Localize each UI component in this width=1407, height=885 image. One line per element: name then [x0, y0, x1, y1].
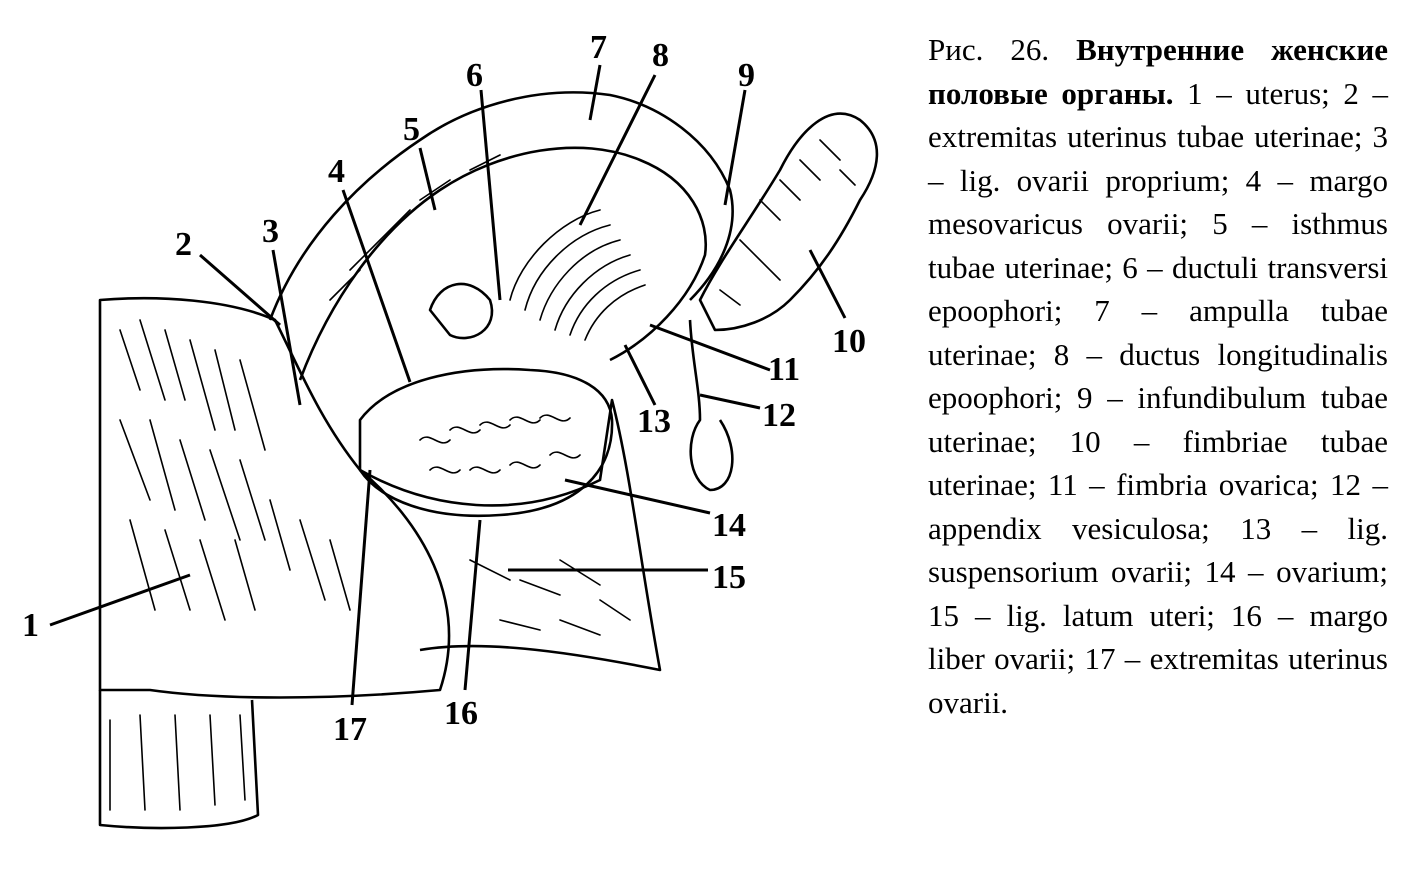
figure-caption: Рис. 26. Внутренние женские половые орга…	[928, 28, 1388, 724]
uterus-drawing	[98, 296, 451, 830]
leader-7	[588, 64, 602, 121]
caption-prefix: Рис. 26.	[928, 32, 1050, 67]
leader-10	[808, 249, 847, 319]
broad-ligament-drawing	[359, 398, 662, 672]
leader-6	[479, 89, 502, 301]
label-10: 10	[832, 323, 866, 360]
label-3: 3	[262, 213, 279, 250]
label-17: 17	[333, 711, 367, 748]
leader-1	[49, 573, 191, 627]
uterine-tube-drawing	[268, 91, 734, 381]
label-12: 12	[762, 397, 796, 434]
figure-labels: 1 2 3 4 5 6 7 8 9 10 11 12 13 14 15 16 1…	[22, 29, 866, 748]
fimbriae-drawing	[688, 112, 879, 492]
label-13: 13	[637, 403, 671, 440]
label-11: 11	[768, 351, 800, 388]
leader-9	[723, 89, 747, 206]
leader-4	[341, 189, 412, 383]
leader-8	[578, 74, 657, 226]
caption-legend: 1 – uterus; 2 – extremitas uterinus tuba…	[928, 75, 1388, 720]
leader-2	[199, 253, 281, 327]
leader-16	[463, 519, 482, 691]
label-6: 6	[466, 57, 483, 94]
leader-13	[623, 344, 657, 406]
leader-12	[699, 393, 761, 410]
label-2: 2	[175, 226, 192, 263]
label-8: 8	[652, 37, 669, 74]
label-5: 5	[403, 111, 420, 148]
leader-14	[564, 478, 711, 515]
leader-11	[649, 323, 771, 372]
label-4: 4	[328, 153, 345, 190]
anatomical-illustration: 1 2 3 4 5 6 7 8 9 10 11 12 13 14 15 16 1…	[22, 29, 879, 830]
leader-17	[350, 469, 372, 706]
label-9: 9	[738, 57, 755, 94]
caption-title: Внутренние женские половые органы.	[928, 32, 1389, 111]
leader-lines	[49, 64, 847, 706]
label-15: 15	[712, 559, 746, 596]
label-14: 14	[712, 507, 746, 544]
label-16: 16	[444, 695, 478, 732]
label-7: 7	[590, 29, 607, 66]
ovary-drawing	[358, 367, 614, 518]
leader-3	[271, 249, 302, 406]
leader-5	[418, 147, 437, 211]
label-1: 1	[22, 607, 39, 644]
